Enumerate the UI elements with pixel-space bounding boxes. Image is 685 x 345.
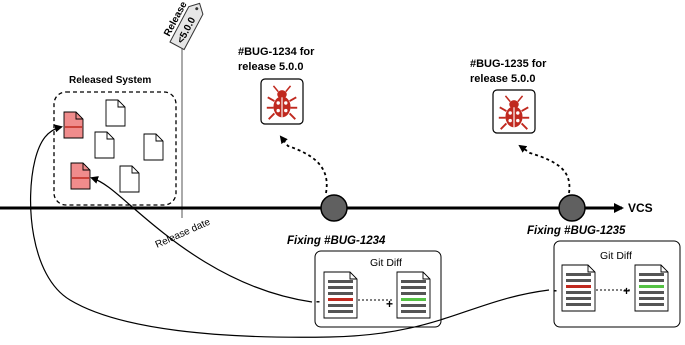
faulty-document-icon (70, 162, 91, 190)
commit-node-bug-1234 (320, 194, 348, 222)
released-system-box (53, 91, 177, 206)
diff-old-document-icon (323, 271, 358, 319)
document-icon (143, 133, 164, 161)
diff-new-document-icon (396, 271, 431, 319)
released-system-label: Released System (69, 75, 151, 86)
faulty-document-icon (63, 111, 84, 139)
trace-link-bug-1234 (90, 176, 313, 303)
bug-1234-subtitle: release 5.0.0 (238, 61, 303, 73)
fix-1234-label: Fixing #BUG-1234 (287, 235, 386, 247)
release-tag: Release <5.0.0 (162, 0, 204, 51)
document-icon (105, 99, 126, 127)
minus-symbol: - (316, 294, 320, 308)
document-icon (94, 131, 115, 159)
git-diff-label: Git Diff (600, 250, 632, 262)
diff-old-document-icon (561, 264, 596, 312)
commit-node-bug-1235 (558, 194, 586, 222)
minus-symbol: - (553, 283, 557, 297)
release-date-label: Release date (154, 217, 213, 251)
tag-icon (169, 2, 204, 51)
document-icon (119, 165, 140, 193)
trace-link-bug-1235 (30, 124, 550, 338)
bug-1235-subtitle: release 5.0.0 (470, 73, 535, 85)
plus-symbol: + (386, 297, 393, 311)
bug-1235-title: #BUG-1235 for (470, 58, 547, 70)
plus-symbol: + (623, 284, 630, 298)
vcs-label: VCS (628, 201, 653, 215)
fix-1235-label: Fixing #BUG-1235 (527, 225, 626, 237)
git-diff-label: Git Diff (370, 257, 402, 269)
diff-new-document-icon (634, 264, 669, 312)
git-diff-box-1235: Git Diff - + (553, 240, 681, 328)
bug-1234-link (279, 135, 328, 194)
bug-1234-title: #BUG-1234 for (238, 46, 315, 58)
bug-1235-link (518, 144, 571, 194)
git-diff-box-1234: Git Diff - + (314, 250, 442, 328)
